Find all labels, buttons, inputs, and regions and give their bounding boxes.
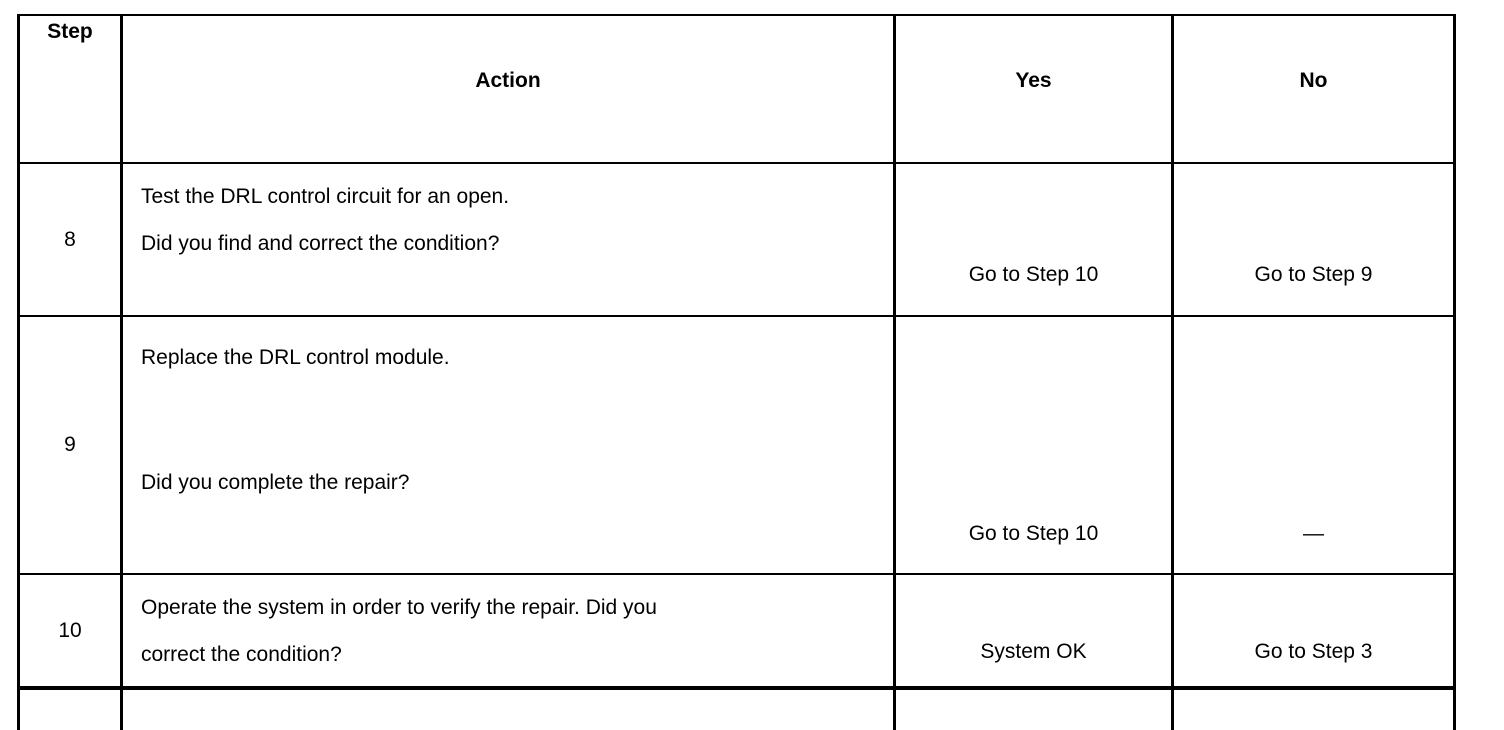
column-header-action: Action — [120, 14, 896, 164]
action-cell: Operate the system in order to verify th… — [120, 573, 896, 690]
yes-branch-cell-clipped — [893, 686, 1174, 730]
action-line: Test the DRL control circuit for an open… — [141, 185, 510, 208]
action-line: Replace the DRL control module. — [141, 346, 450, 369]
step-number-cell: 8 — [17, 162, 123, 317]
table-row: 10 Operate the system in order to verify… — [17, 573, 1456, 690]
action-cell: Replace the DRL control module. Did you … — [120, 315, 896, 575]
action-cell-clipped — [120, 686, 896, 730]
column-header-no-label: No — [1299, 69, 1328, 92]
column-header-step: Step — [17, 14, 123, 164]
yes-branch-text: Go to Step 10 — [968, 263, 1099, 286]
table-header: Step Action Yes No — [17, 14, 1456, 164]
column-header-yes: Yes — [893, 14, 1174, 164]
header-row: Step Action Yes No — [17, 14, 1456, 164]
yes-branch-cell: Go to Step 10 — [893, 162, 1174, 317]
action-line: Did you complete the repair? — [141, 471, 410, 494]
yes-branch-text: Go to Step 10 — [968, 522, 1099, 545]
yes-branch-cell: Go to Step 10 — [893, 315, 1174, 575]
yes-branch-cell: System OK — [893, 573, 1174, 690]
table-row-clipped — [17, 686, 1456, 730]
column-header-no: No — [1171, 14, 1456, 164]
table-body: 8 Test the DRL control circuit for an op… — [17, 162, 1456, 730]
column-header-yes-label: Yes — [1015, 69, 1052, 92]
table-row: 8 Test the DRL control circuit for an op… — [17, 162, 1456, 317]
step-number-cell-clipped — [17, 686, 123, 730]
action-cell: Test the DRL control circuit for an open… — [120, 162, 896, 317]
no-branch-cell: Go to Step 9 — [1171, 162, 1456, 317]
yes-branch-text: System OK — [980, 640, 1087, 663]
no-branch-text: — — [1303, 522, 1324, 545]
table-row: 9 Replace the DRL control module. Did yo… — [17, 315, 1456, 575]
action-line: correct the condition? — [141, 643, 342, 666]
column-header-step-label: Step — [47, 20, 93, 43]
no-branch-cell: — — [1171, 315, 1456, 575]
action-line: Did you find and correct the condition? — [141, 232, 500, 255]
no-branch-text: Go to Step 9 — [1254, 263, 1373, 286]
diagnostic-step-table: Step Action Yes No 8 Test the DRL contro… — [17, 14, 1456, 730]
no-branch-cell: Go to Step 3 — [1171, 573, 1456, 690]
step-number-cell: 10 — [17, 573, 123, 690]
no-branch-text: Go to Step 3 — [1254, 640, 1373, 663]
document-page: Step Action Yes No 8 Test the DRL contro… — [17, 14, 1456, 730]
column-header-action-label: Action — [475, 69, 541, 92]
no-branch-cell-clipped — [1171, 686, 1456, 730]
action-line: Operate the system in order to verify th… — [141, 596, 657, 619]
step-number-cell: 9 — [17, 315, 123, 575]
